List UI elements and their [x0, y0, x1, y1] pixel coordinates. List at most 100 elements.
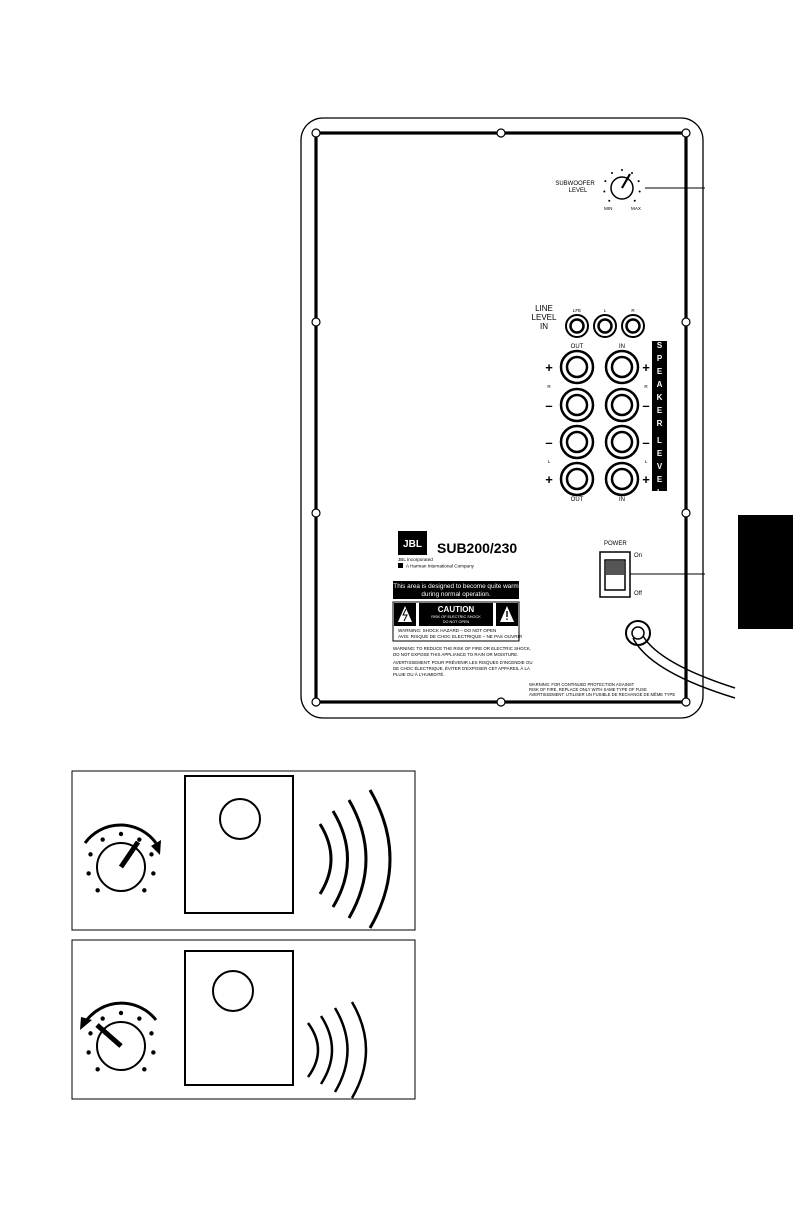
in-r-minus-sign: – — [642, 398, 649, 413]
speaker-level-letter: E — [657, 367, 663, 376]
caution-sub-2: DO NOT OPEN — [443, 620, 470, 624]
speaker-level-letter: E — [657, 406, 663, 415]
screw-icon — [311, 508, 321, 518]
terminal-in-l-plus[interactable] — [604, 461, 640, 497]
screw-icon — [311, 697, 321, 707]
speaker-level-letter: P — [657, 354, 663, 363]
company-line-2: A Harman International Company — [406, 564, 475, 569]
knob-max-label: MAX — [631, 206, 641, 211]
out-r-minus-sign: – — [545, 398, 552, 413]
subwoofer-level-control[interactable]: SUBWOOFER LEVEL MIN MAX — [555, 169, 705, 211]
sound-wave-icon — [318, 789, 392, 929]
scale-dot — [608, 199, 611, 202]
out-label-top: OUT — [571, 344, 584, 350]
warm-notice-line-2: during normal operation. — [421, 591, 490, 598]
harman-logo-icon — [398, 563, 403, 568]
out-label-bottom: OUT — [571, 497, 584, 503]
scale-dot — [638, 190, 641, 193]
power-label: POWER — [604, 541, 627, 547]
rca-jack-l[interactable] — [593, 314, 617, 338]
scale-dot — [86, 871, 91, 876]
model-name: SUB200/230 — [437, 540, 517, 556]
warning-line-1: WARNING: TO REDUCE THE RISK OF FIRE OR E… — [393, 646, 531, 651]
sound-wave-icon — [306, 1001, 368, 1099]
scale-dot — [637, 180, 640, 183]
scale-dot — [633, 199, 636, 202]
counterclockwise-arrow-icon — [84, 1001, 158, 1022]
warm-notice: This area is designed to become quite wa… — [393, 581, 519, 599]
caution-label: CAUTION RISK OF ELECTRIC SHOCK DO NOT OP… — [392, 601, 523, 642]
line-level-label-2: LEVEL — [532, 313, 557, 322]
screw-icon — [681, 128, 691, 138]
terminal-in-l-minus[interactable] — [604, 424, 640, 460]
scale-dot — [610, 172, 613, 175]
power-cord — [625, 620, 736, 699]
subwoofer-level-label-2: LEVEL — [569, 188, 588, 194]
knob-scale-dots — [603, 169, 641, 202]
out-l-plus-sign: + — [545, 472, 553, 487]
company-line-1: JBL Incorporated — [398, 557, 433, 562]
out-channel-r: R — [547, 384, 551, 389]
speaker-level-letter: V — [657, 462, 663, 471]
caution-warning-en: WARNING: SHOCK HAZARD – DO NOT OPEN — [398, 628, 496, 633]
power-switch[interactable] — [599, 551, 631, 598]
knob-min-label: MIN — [604, 206, 612, 211]
scale-dot — [151, 871, 156, 876]
avertissement-line-3: PLUIE OU À L'HUMIDITÉ. — [393, 672, 445, 677]
subwoofer-level-label-1: SUBWOOFER — [555, 181, 595, 187]
scale-dot — [621, 169, 623, 171]
caution-warning-fr: AVIS: RISQUE DE CHOC ELECTRIQUE – NE PAS… — [398, 634, 523, 639]
terminal-in-r-plus[interactable] — [604, 349, 640, 385]
warning-text-block: WARNING: TO REDUCE THE RISK OF FIRE OR E… — [393, 646, 533, 677]
screw-icon — [681, 508, 691, 518]
subwoofer-cabinet — [184, 775, 294, 914]
screw-icon — [311, 128, 321, 138]
out-l-minus-sign: – — [545, 435, 552, 450]
rca-label-lfe: LFE — [573, 308, 581, 313]
out-r-plus-sign: + — [545, 360, 553, 375]
terminal-out-l-minus[interactable] — [559, 424, 595, 460]
speaker-level-terminals: OUT IN OUT IN + – – + + – – + R L R L SP… — [545, 341, 667, 503]
scale-dot — [604, 180, 607, 183]
out-channel-l: L — [548, 459, 551, 464]
scale-dot — [151, 1050, 156, 1055]
caution-sub-1: RISK OF ELECTRIC SHOCK — [431, 615, 481, 619]
scale-dot — [118, 1010, 124, 1016]
line-level-label-1: LINE — [535, 304, 553, 313]
screw-icon — [496, 128, 506, 138]
scale-dot — [88, 852, 93, 857]
rear-panel — [300, 117, 704, 719]
screw-icon — [496, 697, 506, 707]
speaker-level-letter: A — [657, 380, 663, 389]
power-off-label: Off — [634, 591, 642, 597]
scale-dot — [142, 1067, 147, 1072]
subwoofer-driver — [212, 970, 254, 1012]
terminal-out-r-minus[interactable] — [559, 387, 595, 423]
scale-dot — [118, 831, 124, 837]
rca-jack-lfe[interactable] — [565, 314, 589, 338]
in-label-top: IN — [619, 344, 625, 350]
panel-screws — [311, 128, 691, 707]
scale-dot — [86, 1050, 91, 1055]
terminal-out-l-plus[interactable] — [559, 461, 595, 497]
scale-dot — [95, 1067, 100, 1072]
speaker-level-letter: S — [657, 341, 663, 350]
terminal-in-r-minus[interactable] — [604, 387, 640, 423]
speaker-level-letter: E — [657, 449, 663, 458]
scale-dot — [88, 1031, 93, 1036]
speaker-level-letter: R — [657, 419, 663, 428]
rca-jack-r[interactable] — [621, 314, 645, 338]
power-switch-area: POWER On Off — [599, 541, 705, 598]
knob-scale-dots-2 — [86, 1010, 156, 1072]
in-l-minus-sign: – — [642, 435, 649, 450]
knob-pointer-2 — [95, 1023, 123, 1048]
scale-dot — [603, 190, 606, 193]
in-r-plus-sign: + — [642, 360, 650, 375]
clockwise-arrow-icon — [83, 823, 158, 844]
knob-scale-dots-1 — [86, 831, 156, 893]
avertissement-line-2: DE CHOC ÉLECTRIQUE, ÉVITER D'EXPOSER CET… — [393, 666, 530, 671]
knob-pointer — [621, 173, 631, 189]
scale-dot — [100, 1016, 105, 1021]
line-level-label-3: IN — [540, 322, 548, 331]
terminal-out-r-plus[interactable] — [559, 349, 595, 385]
